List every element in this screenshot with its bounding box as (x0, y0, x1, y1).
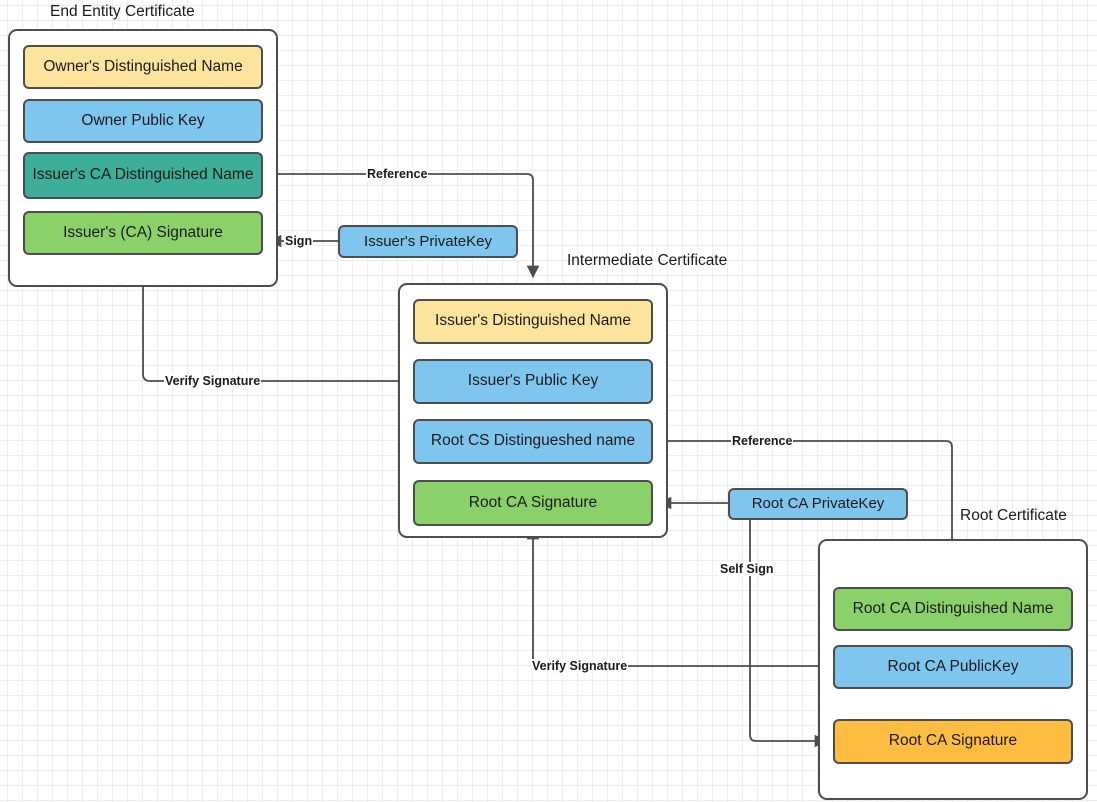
connector-verify-signature-bottom (526, 526, 833, 667)
connector-self-sign (749, 520, 828, 748)
node-label: Root CA Distinguished Name (852, 599, 1054, 617)
node-label: Root CA PrivateKey (751, 495, 885, 513)
end-entity-field-issuer-ca-distinguished-name[interactable]: Issuer's CA Distinguished Name (23, 152, 263, 199)
node-label: Owner's Distinguished Name (43, 57, 243, 75)
edge-label-sign: Sign (284, 234, 314, 248)
edge-label-verify-signature-bottom: Verify Signature (531, 659, 629, 673)
node-label: Issuer's Public Key (467, 372, 599, 390)
title-end-entity-certificate: End Entity Certificate (50, 3, 195, 20)
intermediate-field-root-ca-signature[interactable]: Root CA Signature (413, 480, 653, 526)
issuer-private-key-node[interactable]: Issuer's PrivateKey (338, 225, 518, 258)
node-label: Root CA Signature (888, 732, 1018, 750)
node-label: Owner Public Key (81, 111, 205, 129)
intermediate-field-issuer-public-key[interactable]: Issuer's Public Key (413, 359, 653, 404)
title-root-certificate: Root Certificate (960, 507, 1067, 524)
intermediate-field-issuer-distinguished-name[interactable]: Issuer's Distinguished Name (413, 299, 653, 344)
node-label: Issuer's PrivateKey (364, 232, 492, 250)
node-label: Issuer's Distinguished Name (435, 312, 631, 330)
edge-label-verify-signature-top: Verify Signature (164, 374, 262, 388)
root-field-root-ca-signature[interactable]: Root CA Signature (833, 719, 1073, 764)
node-label: Root CA PublicKey (887, 657, 1019, 675)
end-entity-field-owner-distinguished-name[interactable]: Owner's Distinguished Name (23, 45, 263, 89)
title-intermediate-certificate: Intermediate Certificate (567, 252, 728, 269)
root-ca-private-key-node[interactable]: Root CA PrivateKey (728, 488, 908, 520)
edge-label-reference-top: Reference (366, 167, 429, 181)
node-label: Root CS Distingueshed name (430, 432, 636, 450)
edge-label-reference-bottom: Reference (731, 434, 794, 448)
node-label: Issuer's CA Distinguished Name (32, 166, 254, 184)
end-entity-field-issuer-ca-signature[interactable]: Issuer's (CA) Signature (23, 211, 263, 255)
intermediate-field-root-cs-distinguished-name[interactable]: Root CS Distingueshed name (413, 419, 653, 464)
node-label: Issuer's (CA) Signature (63, 223, 223, 241)
node-label: Root CA Signature (468, 493, 598, 511)
root-field-root-ca-distinguished-name[interactable]: Root CA Distinguished Name (833, 587, 1073, 631)
root-field-root-ca-public-key[interactable]: Root CA PublicKey (833, 645, 1073, 689)
end-entity-field-owner-public-key[interactable]: Owner Public Key (23, 99, 263, 143)
edge-label-self-sign: Self Sign (719, 562, 775, 576)
